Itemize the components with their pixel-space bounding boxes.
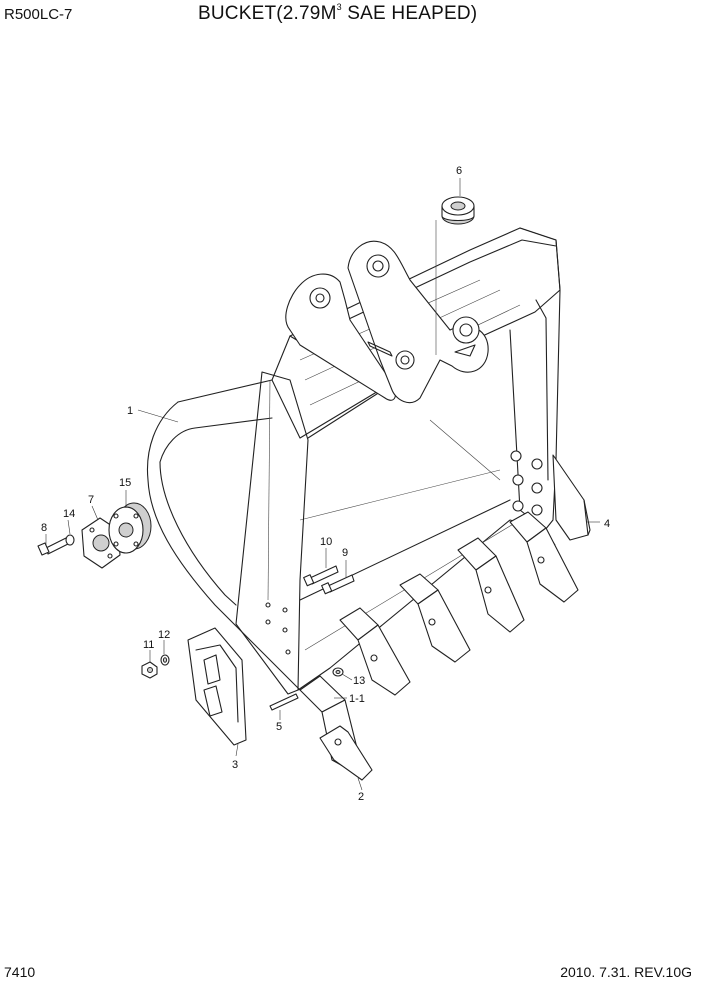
- washer-part-12: [160, 654, 170, 666]
- callout-3: 3: [232, 759, 238, 771]
- washer-part-14: [65, 534, 75, 546]
- tooth-5: [509, 511, 579, 603]
- callout-labels: 1 6 4 15 7 14 8 10 9 11 12 13 1-1 5 3 2: [41, 165, 610, 803]
- revision-date: 2010. 7.31. REV.10G: [560, 964, 692, 980]
- callout-9: 9: [342, 547, 348, 559]
- page-title: BUCKET(2.79M3 SAE HEAPED): [198, 2, 477, 25]
- side-shroud-part-4: [552, 454, 591, 541]
- bucket-mounting-ears: [285, 240, 489, 404]
- callout-1-1: 1-1: [349, 693, 365, 705]
- callout-14: 14: [63, 508, 75, 520]
- title-superscript: 3: [336, 2, 342, 12]
- callout-11: 11: [143, 639, 154, 651]
- bolt-part-9: [321, 574, 355, 595]
- callout-5: 5: [276, 721, 282, 733]
- model-code: R500LC-7: [4, 6, 73, 23]
- callout-7: 7: [88, 494, 94, 506]
- bushing-part-6: [435, 196, 475, 355]
- callout-1: 1: [127, 405, 133, 417]
- callout-13: 13: [353, 675, 365, 687]
- leader-lines: [45, 178, 600, 791]
- washer-part-13: [332, 667, 344, 677]
- callout-12: 12: [158, 629, 170, 641]
- title-main: BUCKET(2.79M: [198, 3, 337, 24]
- tooth-4: [457, 537, 525, 633]
- callout-15: 15: [119, 477, 131, 489]
- nut-part-11: [141, 661, 158, 679]
- callout-8: 8: [41, 522, 47, 534]
- callout-10: 10: [320, 536, 332, 548]
- callout-2: 2: [358, 791, 364, 803]
- pin-part-5: [269, 693, 299, 711]
- tooth-tip-part-2: [319, 725, 373, 781]
- title-tail: SAE HEAPED): [341, 3, 478, 24]
- bolt-part-10: [303, 565, 339, 587]
- tooth-2: [339, 607, 411, 696]
- callout-6: 6: [456, 165, 462, 177]
- bolt-part-8: [37, 537, 69, 556]
- callout-4: 4: [604, 518, 610, 530]
- boss-part-15: [108, 502, 152, 554]
- side-cutter-part-3: [187, 627, 247, 746]
- tooth-3: [399, 573, 471, 663]
- page-number: 7410: [4, 964, 36, 980]
